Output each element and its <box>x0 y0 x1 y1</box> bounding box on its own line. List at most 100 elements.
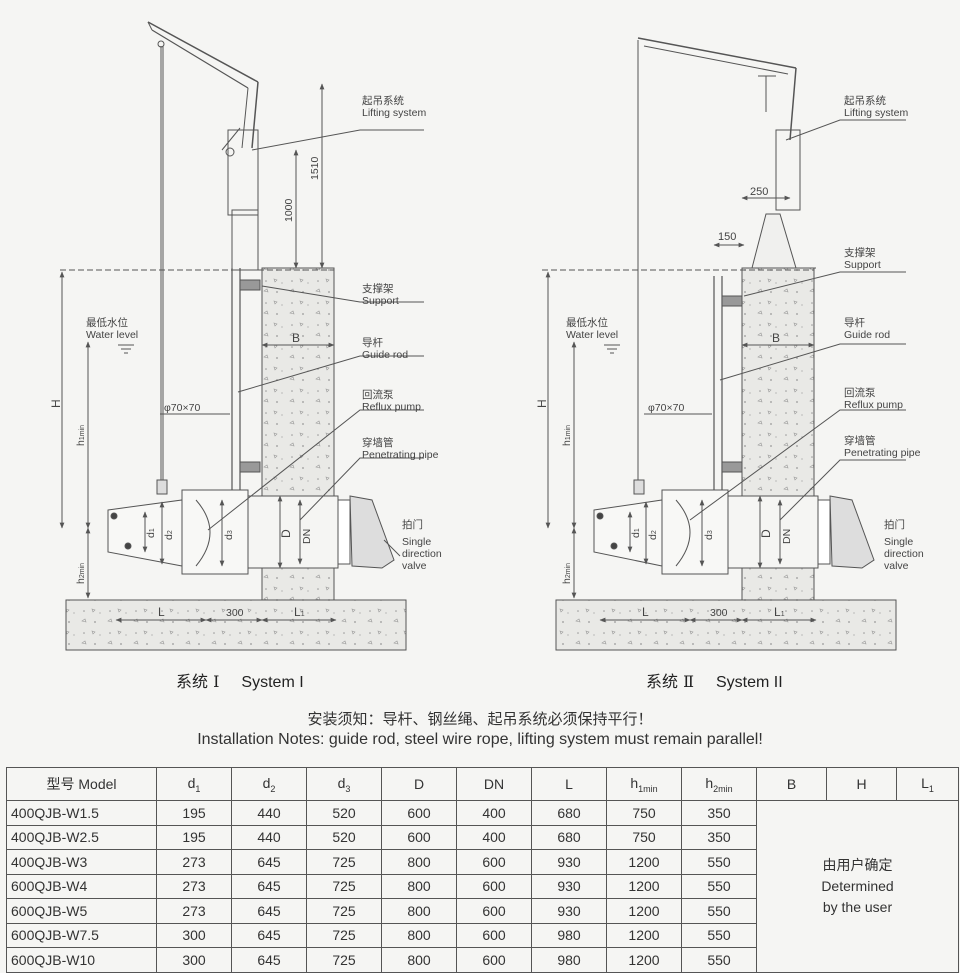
header-d2: d2 <box>231 767 307 801</box>
table-row: 400QJB-W3 273 645 725 800 600 930 1200 5… <box>6 849 959 875</box>
cell-D: 800 <box>381 898 457 924</box>
cell-D: 600 <box>381 824 457 850</box>
dim-H: H <box>49 399 63 408</box>
dim-h1min: h1min <box>75 425 87 446</box>
cell-d2: 645 <box>231 922 307 948</box>
valve-label-en-3: valve <box>884 560 909 572</box>
cell-h2min: 550 <box>681 873 757 899</box>
cell-L: 930 <box>531 873 607 899</box>
dim-phi: φ70×70 <box>648 402 684 414</box>
dim-d3: d3 <box>703 530 715 540</box>
pump-label-cn: 回流泵 <box>362 388 394 401</box>
cell-d2: 645 <box>231 947 307 973</box>
installation-drawing: 起吊系统 Lifting system 支撑架 Support 导杆 Guide… <box>49 21 924 651</box>
cell-h2min: 550 <box>681 898 757 924</box>
guide-label-cn: 导杆 <box>362 336 383 349</box>
pump-label-en: Reflux pump <box>362 401 421 413</box>
header-d3: d3 <box>306 767 382 801</box>
cell-d2: 440 <box>231 824 307 850</box>
support-label-cn: 支撑架 <box>844 246 876 259</box>
cell-D: 800 <box>381 873 457 899</box>
dim-L1: L1 <box>294 605 305 619</box>
penetrating-pipe <box>727 495 819 569</box>
support-label-en: Support <box>844 259 881 271</box>
floor-slab <box>65 599 407 651</box>
guide-label-cn: 导杆 <box>844 316 865 329</box>
dim-d2: d2 <box>163 530 175 540</box>
water-label-en: Water level <box>566 329 618 341</box>
installation-notes-en: Installation Notes: guide rod, steel wir… <box>197 731 763 748</box>
valve-label-en-1: Single <box>884 536 913 548</box>
header-d1: d1 <box>156 767 232 801</box>
cell-model: 400QJB-W1.5 <box>6 800 157 826</box>
cell-d1: 195 <box>156 800 232 826</box>
guide-label-en: Guide rod <box>362 349 408 361</box>
valve-label-en-1: Single <box>402 536 431 548</box>
cell-h2min: 350 <box>681 824 757 850</box>
table-row: 600QJB-W7.5 300 645 725 800 600 980 1200… <box>6 922 959 948</box>
cell-d2: 645 <box>231 849 307 875</box>
header-h2min: h2min <box>681 767 757 801</box>
cell-DN: 400 <box>456 824 532 850</box>
dim-h1min: h1min <box>561 425 573 446</box>
valve-label-en-3: valve <box>402 560 427 572</box>
system-1-labels: 起吊系统 Lifting system 支撑架 Support 导杆 Guide… <box>49 94 442 619</box>
header-h1min: h1min <box>606 767 682 801</box>
cell-d3: 520 <box>306 824 382 850</box>
dim-D: D <box>279 529 293 538</box>
cell-DN: 600 <box>456 922 532 948</box>
cell-DN: 600 <box>456 947 532 973</box>
table-row: 400QJB-W1.5 195 440 520 600 400 680 750 … <box>6 800 959 973</box>
cell-h1min: 1200 <box>606 849 682 875</box>
cell-d2: 645 <box>231 873 307 899</box>
dim-150: 150 <box>718 231 736 243</box>
dim-B: B <box>292 331 300 345</box>
header-L1: L1 <box>896 767 959 801</box>
pipe-label-cn: 穿墙管 <box>844 434 876 447</box>
cell-d3: 725 <box>306 898 382 924</box>
lifting-label-en: Lifting system <box>362 107 426 119</box>
dim-DN: DN <box>781 529 793 544</box>
cell-model: 600QJB-W10 <box>6 947 157 973</box>
dim-B: B <box>772 331 780 345</box>
cell-L: 980 <box>531 947 607 973</box>
valve-label-en-2: direction <box>402 548 442 560</box>
lifting-mast <box>775 129 801 211</box>
system-1-caption-en: System I <box>241 674 304 691</box>
determined-en-2: by the user <box>822 898 893 915</box>
cell-d1: 300 <box>156 922 232 948</box>
cell-model: 400QJB-W2.5 <box>6 824 157 850</box>
header-H: H <box>826 767 897 801</box>
cell-d2: 645 <box>231 898 307 924</box>
cell-d3: 725 <box>306 947 382 973</box>
installation-notes-cn: 安装须知：导杆、钢丝绳、起吊系统必须保持平行！ <box>307 711 653 728</box>
table-row: 600QJB-W5 273 645 725 800 600 930 1200 5… <box>6 898 959 924</box>
cell-h2min: 550 <box>681 922 757 948</box>
dim-1510: 1510 <box>309 156 321 180</box>
cell-D: 600 <box>381 800 457 826</box>
cell-d1: 195 <box>156 824 232 850</box>
cell-h1min: 1200 <box>606 922 682 948</box>
cell-h2min: 350 <box>681 800 757 826</box>
valve-label-en-2: direction <box>884 548 924 560</box>
cell-h2min: 550 <box>681 947 757 973</box>
pipe-label-en: Penetrating pipe <box>844 447 921 459</box>
dim-1000: 1000 <box>283 198 295 222</box>
dim-d1: d1 <box>145 528 157 538</box>
dim-L: L <box>158 605 165 619</box>
cell-d3: 725 <box>306 849 382 875</box>
table-row: 400QJB-W2.5 195 440 520 600 400 680 750 … <box>6 824 959 850</box>
water-label-cn: 最低水位 <box>566 316 608 329</box>
dim-300: 300 <box>710 607 728 619</box>
support-frame <box>751 213 797 269</box>
header-D: D <box>381 767 457 801</box>
dim-d2: d2 <box>647 530 659 540</box>
reflux-pump <box>661 489 729 575</box>
system-2-labels: 起吊系统 Lifting system 支撑架 Support 导杆 Guide… <box>535 94 924 619</box>
system-1-drawing <box>59 21 424 651</box>
cell-h1min: 750 <box>606 800 682 826</box>
lifting-label-en: Lifting system <box>844 107 908 119</box>
